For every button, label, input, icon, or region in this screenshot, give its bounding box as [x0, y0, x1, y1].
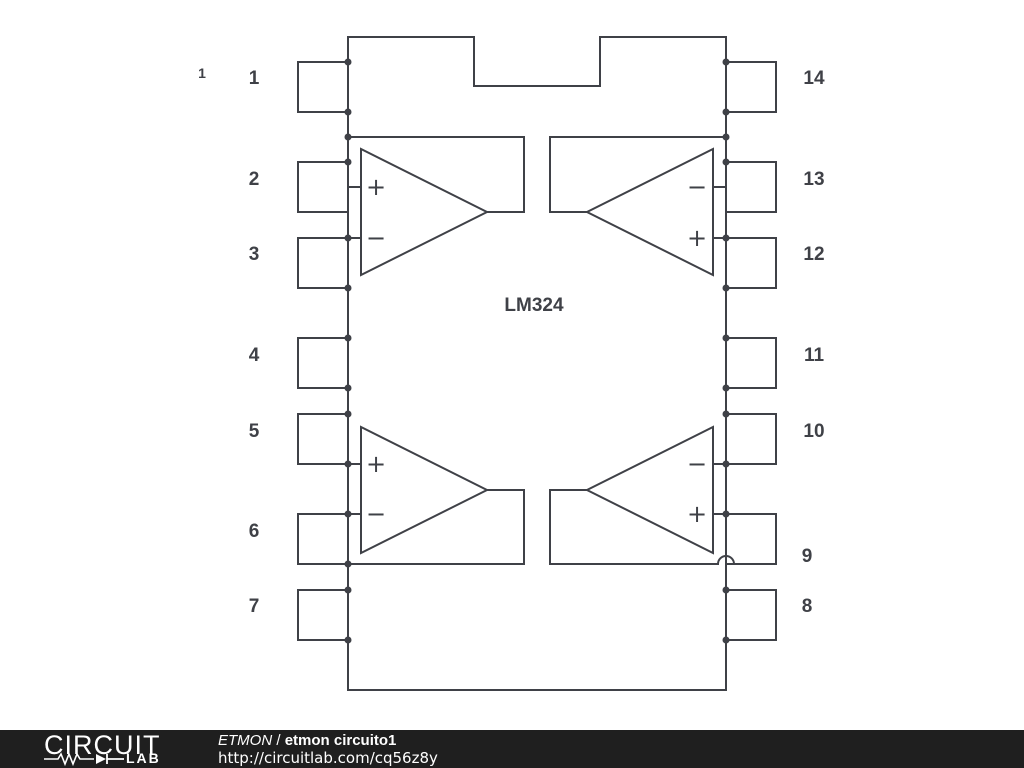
opamp-a-input-plus-wire	[347, 162, 361, 188]
opamp-a-minus-sign: −	[366, 224, 386, 252]
opamp-d-plus-sign: +	[687, 224, 707, 252]
pin-2-lead	[297, 161, 348, 213]
opamp-c-minus-sign: −	[687, 450, 707, 478]
pin-label-3: 3	[249, 244, 260, 265]
opamp-c-plus-sign: +	[687, 500, 707, 528]
logo-main-text: CIRCUIT	[44, 730, 161, 760]
logo-waveform-icon	[44, 752, 124, 766]
opamp-d-feedback-wire	[549, 136, 726, 213]
pin-label-2: 2	[249, 169, 260, 190]
opamp-b-minus-sign: −	[366, 500, 386, 528]
pin-label-5: 5	[249, 421, 260, 442]
opamp-c-triangle	[584, 425, 714, 555]
opamp-d-triangle	[584, 147, 714, 277]
pin-6-lead	[297, 513, 348, 565]
opamp-b-feedback-wire	[348, 489, 525, 565]
chip-label: LM324	[504, 295, 564, 316]
pin-label-6: 6	[249, 521, 260, 542]
pin-8-lead	[726, 589, 777, 641]
circuit-url[interactable]: http://circuitlab.com/cq56z8y	[218, 749, 438, 767]
pin-12-lead	[726, 237, 777, 289]
opamp-c-feedback-wire	[549, 489, 736, 565]
pin-10-lead	[726, 413, 777, 465]
junction-dots	[344, 58, 730, 644]
pin-label-7: 7	[249, 596, 260, 617]
pin-label-11: 11	[804, 345, 825, 366]
opamp-d-input-minus-wire	[713, 162, 727, 188]
opamp-a-triangle	[360, 147, 490, 277]
pin-11-lead	[726, 337, 777, 389]
pin-label-4: 4	[249, 345, 260, 366]
sheet-number: 1	[198, 65, 206, 81]
opamp-a-feedback-wire	[348, 136, 525, 213]
footer-bar: CIRCUIT LAB ETMON / etmon circuito1 http…	[0, 730, 1024, 768]
author-name[interactable]: ETMON	[218, 732, 273, 749]
opamp-b-plus-sign: +	[366, 450, 386, 478]
pin-1-lead	[297, 61, 348, 113]
pin-label-1: 1	[249, 68, 260, 89]
logo-sub-text: LAB	[126, 750, 161, 766]
title-separator: /	[272, 732, 285, 749]
ic-body-outline	[347, 36, 727, 691]
pin-label-10: 10	[803, 421, 824, 442]
pin-14-lead	[726, 61, 777, 113]
pin-3-lead	[297, 237, 348, 289]
pin-label-13: 13	[803, 169, 824, 190]
pin-4-lead	[297, 337, 348, 389]
pin-9-lead	[726, 513, 777, 565]
opamp-b-triangle	[360, 425, 490, 555]
pin-label-14: 14	[803, 68, 825, 89]
pin-5-lead	[297, 413, 348, 465]
pin-7-lead	[297, 589, 348, 641]
schematic-canvas: + − − + + − − +	[198, 36, 825, 691]
opamp-a-plus-sign: +	[366, 173, 386, 201]
pin-13-lead	[726, 161, 777, 213]
pin-label-12: 12	[803, 244, 824, 265]
circuit-title: ETMON / etmon circuito1	[218, 732, 396, 749]
circuitlab-logo[interactable]: CIRCUIT	[44, 730, 161, 761]
circuit-name[interactable]: etmon circuito1	[284, 732, 397, 749]
pin-label-8: 8	[802, 596, 813, 617]
opamp-d-minus-sign: −	[687, 173, 707, 201]
pin-label-9: 9	[802, 546, 813, 567]
